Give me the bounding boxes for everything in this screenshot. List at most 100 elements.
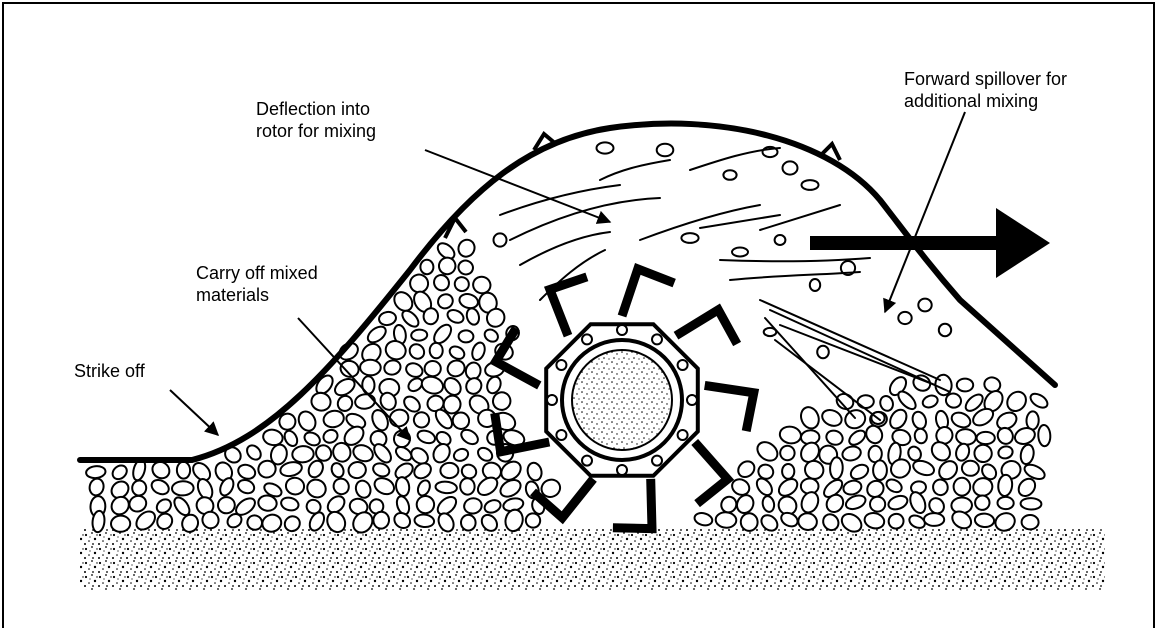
aggregate-stone bbox=[1026, 411, 1039, 430]
aggregate-stone bbox=[974, 513, 994, 528]
rotor-bolt bbox=[556, 360, 566, 370]
aggregate-stone bbox=[458, 330, 473, 343]
aggregate-stone bbox=[111, 515, 131, 532]
aggregate-stone bbox=[754, 476, 775, 498]
aggregate-stone bbox=[857, 395, 874, 409]
loose-stone bbox=[657, 144, 674, 157]
rotor-bolt bbox=[582, 334, 592, 344]
aggregate-stone bbox=[429, 343, 443, 359]
aggregate-stone bbox=[895, 389, 918, 412]
aggregate-stone bbox=[761, 495, 775, 513]
rotor-paddle bbox=[613, 479, 652, 529]
carry-off-label-line2: materials bbox=[196, 284, 318, 306]
loose-stone bbox=[939, 324, 951, 336]
aggregate-stone bbox=[88, 477, 105, 496]
carry-off-label-line1: Carry off mixed bbox=[196, 262, 318, 284]
aggregate-stone bbox=[416, 495, 435, 514]
rotor-bolt bbox=[617, 465, 627, 475]
spillover-label-line1: Forward spillover for bbox=[904, 68, 1067, 90]
aggregate-stone bbox=[459, 427, 481, 447]
aggregate-stone bbox=[322, 409, 346, 430]
aggregate-stone bbox=[977, 432, 995, 444]
rotor-bolt bbox=[556, 430, 566, 440]
aggregate-stone bbox=[309, 391, 332, 413]
deflection-label-line1: Deflection into bbox=[256, 98, 376, 120]
aggregate-stone bbox=[962, 460, 980, 476]
aggregate-stone bbox=[997, 474, 1013, 497]
loose-stone bbox=[810, 279, 820, 291]
aggregate-stone bbox=[154, 497, 173, 516]
spillover-leader-line bbox=[885, 112, 965, 312]
loose-stone bbox=[494, 233, 507, 246]
aggregate-stone bbox=[149, 477, 171, 497]
aggregate-stone bbox=[887, 493, 910, 511]
aggregate-stone bbox=[824, 428, 844, 447]
aggregate-stone bbox=[884, 477, 904, 495]
aggregate-stone bbox=[870, 497, 885, 512]
aggregate-stone bbox=[863, 511, 886, 530]
aggregate-stone bbox=[388, 407, 411, 428]
aggregate-stone bbox=[86, 465, 107, 479]
aggregate-stone bbox=[458, 292, 480, 310]
aggregate-stone bbox=[972, 493, 992, 513]
aggregate-stone bbox=[382, 358, 402, 376]
rotor-paddle bbox=[676, 310, 737, 344]
aggregate-stone bbox=[842, 479, 863, 497]
aggregate-stone bbox=[932, 478, 949, 496]
aggregate-stone bbox=[1003, 388, 1029, 415]
aggregate-stone bbox=[820, 407, 844, 429]
rotor-hub-core bbox=[572, 350, 672, 450]
aggregate-stone bbox=[321, 428, 339, 445]
aggregate-stone bbox=[460, 478, 476, 496]
aggregate-stone bbox=[465, 307, 481, 326]
aggregate-stone bbox=[476, 445, 495, 463]
rotor-bolt bbox=[652, 456, 662, 466]
strike-off-label: Strike off bbox=[74, 360, 145, 382]
aggregate-stone bbox=[953, 477, 971, 496]
aggregate-stone bbox=[292, 445, 314, 463]
aggregate-stone bbox=[693, 511, 713, 527]
aggregate-stone bbox=[354, 393, 376, 410]
aggregate-stone bbox=[1021, 515, 1038, 530]
aggregate-stone bbox=[463, 497, 483, 515]
aggregate-stone bbox=[411, 329, 428, 341]
aggregate-stone bbox=[391, 510, 413, 531]
aggregate-stone bbox=[416, 478, 432, 497]
aggregate-stone bbox=[911, 458, 936, 478]
spillover-label-line2: additional mixing bbox=[904, 90, 1067, 112]
aggregate-stone bbox=[847, 428, 868, 448]
aggregate-stone bbox=[1019, 444, 1035, 466]
aggregate-stone bbox=[799, 490, 822, 515]
aggregate-stone bbox=[330, 461, 346, 479]
aggregate-stone bbox=[420, 260, 433, 275]
aggregate-stone bbox=[435, 481, 457, 494]
aggregate-stone bbox=[740, 512, 759, 531]
aggregate-stone bbox=[735, 458, 757, 480]
aggregate-stone bbox=[296, 409, 319, 434]
aggregate-stone bbox=[282, 429, 300, 449]
aggregate-stone bbox=[360, 360, 381, 376]
aggregate-stone bbox=[843, 407, 868, 431]
aggregate-stone bbox=[482, 327, 500, 344]
aggregate-stone bbox=[910, 410, 928, 431]
aggregate-stone bbox=[995, 425, 1016, 446]
loose-stone bbox=[775, 235, 786, 245]
aggregate-stone bbox=[236, 478, 256, 496]
rotor-bolt bbox=[617, 325, 627, 335]
loose-stone bbox=[732, 248, 748, 257]
aggregate-stone bbox=[734, 492, 757, 516]
aggregate-stone bbox=[907, 490, 928, 515]
aggregate-stone bbox=[754, 438, 781, 464]
aggregate-stone bbox=[715, 512, 737, 529]
strike-off-label-line1: Strike off bbox=[74, 360, 145, 382]
aggregate-stone bbox=[412, 410, 431, 429]
aggregate-stone bbox=[436, 255, 458, 277]
aggregate-stone bbox=[127, 493, 149, 514]
aggregate-stone bbox=[483, 498, 503, 515]
aggregate-stone bbox=[423, 307, 439, 324]
aggregate-stone bbox=[1028, 391, 1050, 410]
aggregate-stone bbox=[497, 477, 523, 500]
aggregate-stone bbox=[456, 237, 478, 259]
rotor-bolt bbox=[582, 456, 592, 466]
loose-stone bbox=[898, 312, 911, 324]
